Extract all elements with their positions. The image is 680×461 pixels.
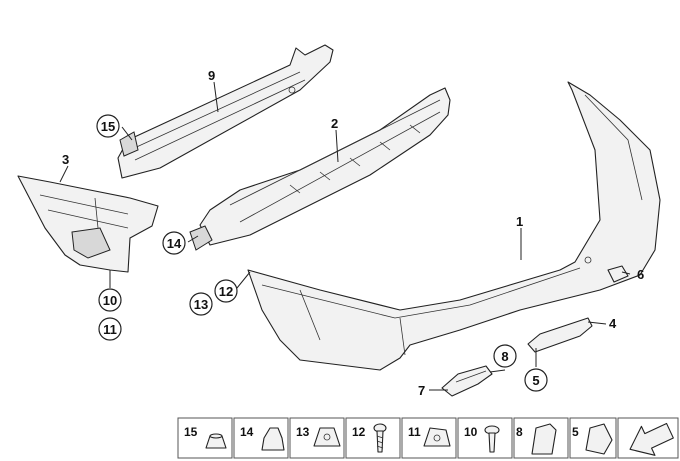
callout-15: 15 xyxy=(96,114,120,138)
callout-3: 3 xyxy=(62,152,69,167)
svg-text:15: 15 xyxy=(101,119,115,134)
callout-9: 9 xyxy=(208,68,215,83)
legend-cell-13[interactable]: 13 xyxy=(289,417,345,459)
legend-cell-5[interactable]: 5 xyxy=(569,417,617,459)
part-2-energy-absorber[interactable] xyxy=(189,87,451,251)
svg-text:7: 7 xyxy=(418,383,425,398)
part-1-bumper-panel[interactable] xyxy=(247,81,661,371)
legend-cell-15[interactable]: 15 xyxy=(177,417,233,459)
svg-text:14: 14 xyxy=(167,236,182,251)
svg-text:6: 6 xyxy=(637,267,644,282)
part-6-cover-cap[interactable] xyxy=(607,265,629,283)
legend-cell-11[interactable]: 11 xyxy=(401,417,457,459)
callout-12: 12 xyxy=(214,279,238,303)
svg-text:10: 10 xyxy=(103,293,117,308)
svg-text:11: 11 xyxy=(408,425,421,439)
plug-nut-icon xyxy=(261,427,285,451)
callout-1: 1 xyxy=(516,214,523,229)
callout-8: 8 xyxy=(493,344,517,368)
svg-text:5: 5 xyxy=(572,425,579,439)
callout-7: 7 xyxy=(418,383,425,398)
forward-arrow-icon[interactable] xyxy=(617,416,679,461)
spring-nut-icon xyxy=(423,427,451,447)
callout-4: 4 xyxy=(609,316,617,331)
hardware-legend: 15 14 13 12 xyxy=(177,416,679,461)
legend-cell-8[interactable]: 8 xyxy=(513,417,569,459)
part-4-reflector-strip[interactable] xyxy=(527,317,593,353)
callout-6: 6 xyxy=(637,267,644,282)
screw-icon xyxy=(373,423,387,453)
svg-text:13: 13 xyxy=(296,425,310,439)
svg-text:5: 5 xyxy=(532,373,539,388)
svg-text:8: 8 xyxy=(516,425,523,439)
svg-text:12: 12 xyxy=(219,284,233,299)
legend-cell-12[interactable]: 12 xyxy=(345,417,401,459)
callout-5: 5 xyxy=(524,368,548,392)
clip-nut-icon xyxy=(313,427,341,447)
callout-11: 11 xyxy=(98,317,122,341)
svg-text:8: 8 xyxy=(501,349,508,364)
callout-14: 14 xyxy=(162,231,186,255)
svg-text:9: 9 xyxy=(208,68,215,83)
callout-2: 2 xyxy=(331,116,338,131)
svg-text:2: 2 xyxy=(331,116,338,131)
callout-13: 13 xyxy=(189,292,213,316)
svg-text:10: 10 xyxy=(464,425,478,439)
svg-text:14: 14 xyxy=(240,425,254,439)
svg-text:15: 15 xyxy=(184,425,198,439)
legend-cell-10[interactable]: 10 xyxy=(457,417,513,459)
svg-text:11: 11 xyxy=(103,322,117,337)
bracket-clip-icon xyxy=(531,423,557,455)
retainer-clip-icon xyxy=(585,423,613,455)
leader-lines xyxy=(59,81,631,391)
svg-text:4: 4 xyxy=(609,316,617,331)
nut-icon xyxy=(205,433,227,449)
part-3-bracket[interactable] xyxy=(17,175,159,273)
svg-text:3: 3 xyxy=(62,152,69,167)
svg-text:12: 12 xyxy=(352,425,366,439)
callout-10: 10 xyxy=(98,288,122,312)
legend-cell-14[interactable]: 14 xyxy=(233,417,289,459)
svg-text:1: 1 xyxy=(516,214,523,229)
part-7-small-bracket[interactable] xyxy=(441,365,493,397)
hex-screw-icon xyxy=(484,425,500,453)
part-9-reinforcement-beam[interactable] xyxy=(117,44,334,179)
svg-text:13: 13 xyxy=(194,297,208,312)
